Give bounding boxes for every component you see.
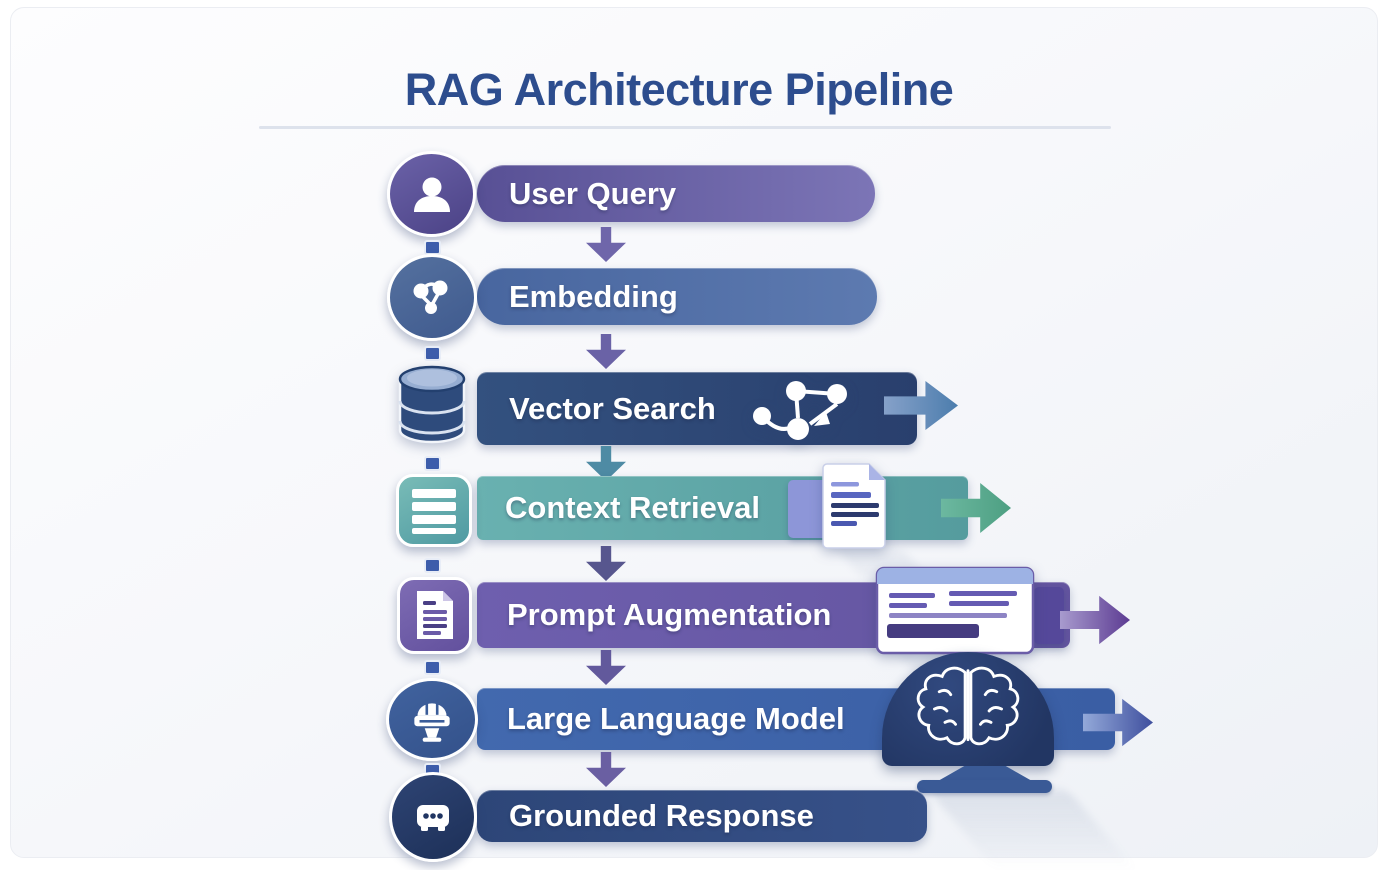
connector-dash bbox=[424, 456, 441, 471]
card-backplate bbox=[1034, 587, 1064, 644]
llm-label: Large Language Model bbox=[507, 701, 845, 736]
embedding-bar: Embedding bbox=[477, 268, 877, 325]
grounded-response-label: Grounded Response bbox=[509, 798, 814, 833]
connector-dash bbox=[424, 558, 441, 573]
vector-search-bar: Vector Search bbox=[477, 372, 917, 445]
title-divider bbox=[259, 126, 1111, 129]
list-icon bbox=[396, 474, 472, 547]
document-backplate bbox=[788, 480, 828, 538]
connector-dash bbox=[424, 660, 441, 675]
vector-search-label: Vector Search bbox=[509, 390, 716, 426]
text-card-icon bbox=[875, 566, 1035, 655]
user-query-label: User Query bbox=[509, 175, 677, 211]
database-icon bbox=[398, 365, 466, 444]
grounded-response-bar: Grounded Response bbox=[477, 790, 927, 842]
connector-dash bbox=[424, 346, 441, 361]
user-icon bbox=[387, 151, 476, 237]
document-icon bbox=[822, 463, 886, 549]
robot-icon bbox=[386, 678, 478, 761]
context-retrieval-label: Context Retrieval bbox=[505, 490, 760, 525]
user-query-bar: User Query bbox=[477, 165, 875, 222]
monitor-stand-neck bbox=[938, 766, 1032, 781]
graph-network-icon bbox=[753, 381, 847, 440]
chat-bubble-icon bbox=[389, 772, 477, 862]
document-icon bbox=[397, 577, 472, 654]
brain-monitor-icon bbox=[882, 652, 1054, 766]
monitor-stand-base bbox=[917, 780, 1052, 793]
embedding-label: Embedding bbox=[509, 278, 678, 314]
prompt-augmentation-label: Prompt Augmentation bbox=[507, 597, 832, 632]
page-title: RAG Architecture Pipeline bbox=[404, 64, 954, 115]
context-retrieval-bar: Context Retrieval bbox=[477, 476, 968, 540]
network-nodes-icon bbox=[387, 254, 477, 341]
